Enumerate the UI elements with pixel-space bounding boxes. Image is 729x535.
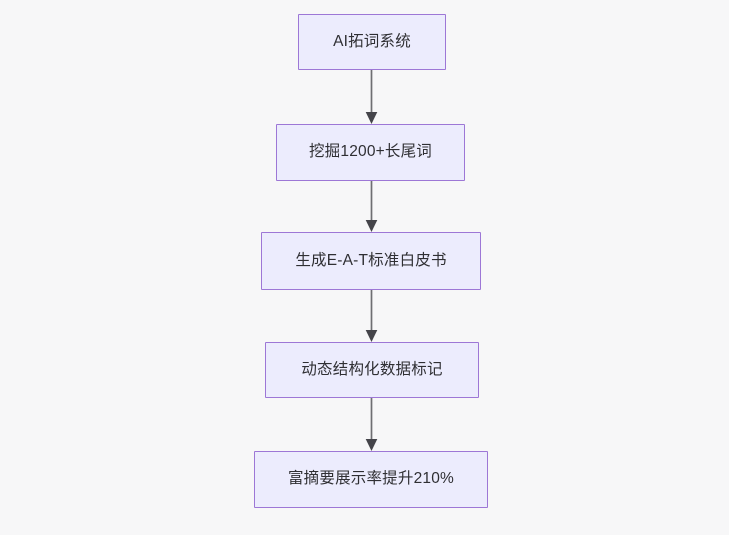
flowchart-node-rich-snippet-impression-lift[interactable]: 富摘要展示率提升210% bbox=[254, 451, 488, 508]
flowchart-node-mine-longtail-keywords[interactable]: 挖掘1200+长尾词 bbox=[276, 124, 465, 181]
node-label: 富摘要展示率提升210% bbox=[287, 470, 455, 488]
node-label: 生成E-A-T标准白皮书 bbox=[295, 251, 447, 269]
edge-n3-n4 bbox=[365, 290, 378, 342]
edge-n1-n2 bbox=[365, 70, 378, 124]
flowchart-node-dynamic-structured-data-markup[interactable]: 动态结构化数据标记 bbox=[265, 342, 479, 398]
edge-n2-n3 bbox=[365, 181, 378, 232]
node-label: AI拓词系统 bbox=[333, 32, 411, 50]
flowchart-node-generate-eat-whitepaper[interactable]: 生成E-A-T标准白皮书 bbox=[261, 232, 481, 290]
flowchart-node-ai-keyword-system[interactable]: AI拓词系统 bbox=[298, 14, 446, 70]
edge-n4-n5 bbox=[365, 398, 378, 451]
node-label: 动态结构化数据标记 bbox=[301, 360, 443, 378]
node-label: 挖掘1200+长尾词 bbox=[308, 143, 433, 161]
